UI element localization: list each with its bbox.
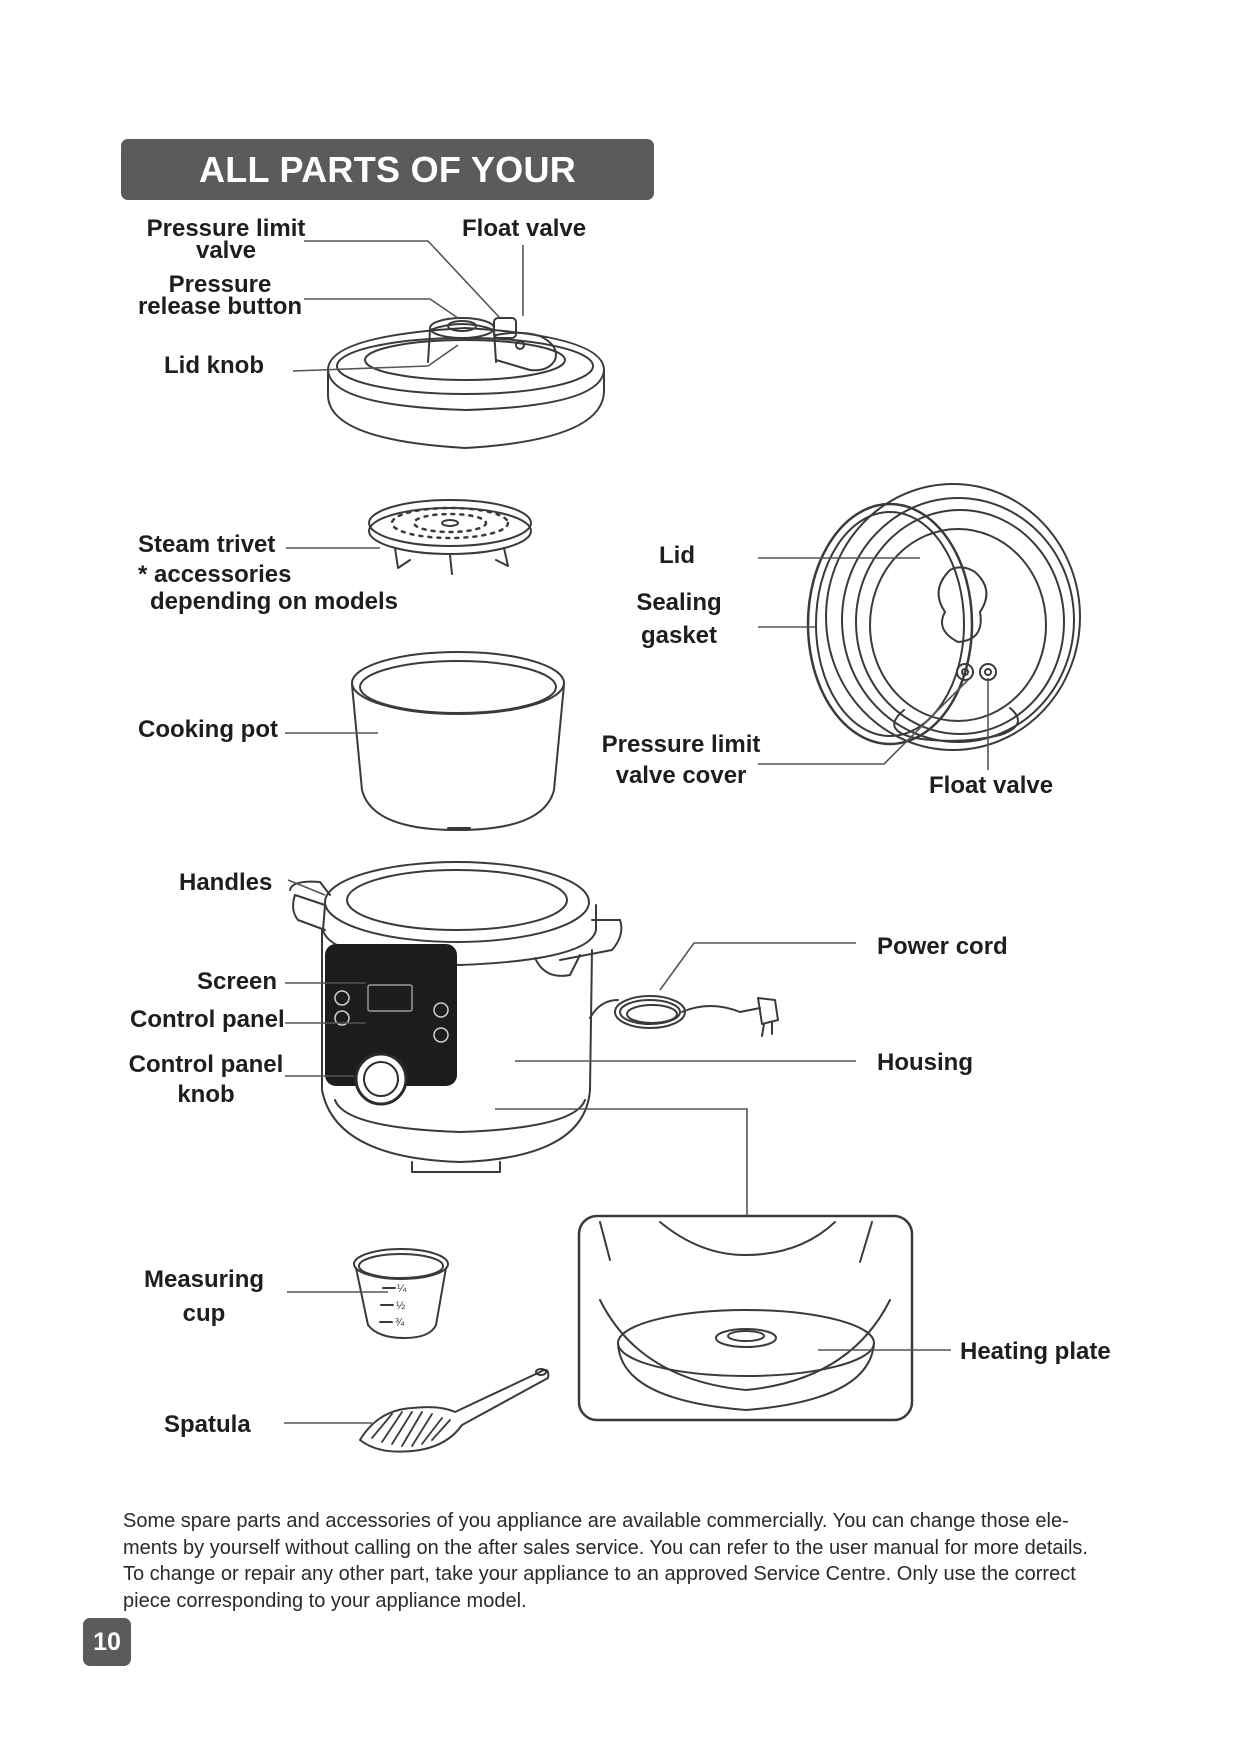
cup-mark-three-quarter: ¾ — [395, 1317, 405, 1329]
parts-diagram: ¼ ½ ¾ — [284, 240, 1081, 1453]
label-steam-trivet: Steam trivet — [138, 531, 276, 558]
label-spatula: Spatula — [164, 1411, 251, 1438]
note-line: To change or repair any other part, take… — [123, 1563, 1076, 1585]
label-housing: Housing — [877, 1049, 973, 1076]
note-line: Some spare parts and accessories of you … — [123, 1510, 1069, 1532]
measuring-cup-illustration — [353, 1248, 449, 1339]
heating-plate-illustration — [577, 1214, 914, 1422]
label-lid-knob: Lid knob — [164, 352, 264, 379]
label-power-cord: Power cord — [877, 933, 1008, 960]
label-float-valve-top: Float valve — [462, 215, 587, 242]
label-sealing-gasket: Sealing gasket — [636, 589, 722, 649]
label-control-panel-knob: Control panel knob — [128, 1051, 284, 1108]
leader-lines — [284, 240, 989, 1424]
cooking-pot-illustration — [351, 651, 565, 831]
label-pressure-release-button: Pressure release button — [137, 271, 303, 320]
note-line: piece corresponding to your appliance mo… — [123, 1589, 527, 1612]
label-measuring-cup: Measuring cup — [143, 1266, 265, 1327]
label-pressure-limit-valve: Pressure limit valve — [146, 215, 306, 264]
section-title: ALL PARTS OF YOUR PRODUCT — [198, 149, 577, 251]
page-number: 10 — [83, 1618, 131, 1666]
label-accessories-note: * accessories depending on models — [138, 561, 399, 615]
section-title-banner: ALL PARTS OF YOUR PRODUCT — [121, 139, 654, 251]
label-heating-plate: Heating plate — [960, 1338, 1111, 1365]
spatula-illustration — [359, 1368, 550, 1453]
label-pressure-limit-valve-cover: Pressure limit valve cover — [601, 731, 761, 789]
power-cord-illustration — [589, 995, 779, 1037]
label-screen: Screen — [197, 968, 278, 995]
steam-trivet-illustration — [368, 499, 532, 575]
label-control-panel: Control panel — [130, 1006, 285, 1033]
cup-mark-half: ½ — [396, 1300, 405, 1312]
cup-mark-quarter: ¼ — [397, 1283, 407, 1295]
lid-illustration — [327, 317, 605, 449]
label-float-valve-side: Float valve — [929, 772, 1054, 799]
label-lid: Lid — [659, 542, 695, 569]
note-line: ments by yourself without calling on the… — [123, 1536, 1088, 1559]
housing-illustration — [289, 861, 623, 1173]
label-handles: Handles — [179, 869, 273, 896]
spare-parts-note: Some spare parts and accessories of you … — [123, 1508, 1118, 1614]
label-cooking-pot: Cooking pot — [138, 716, 278, 743]
lid-underside-illustration — [806, 483, 1081, 751]
